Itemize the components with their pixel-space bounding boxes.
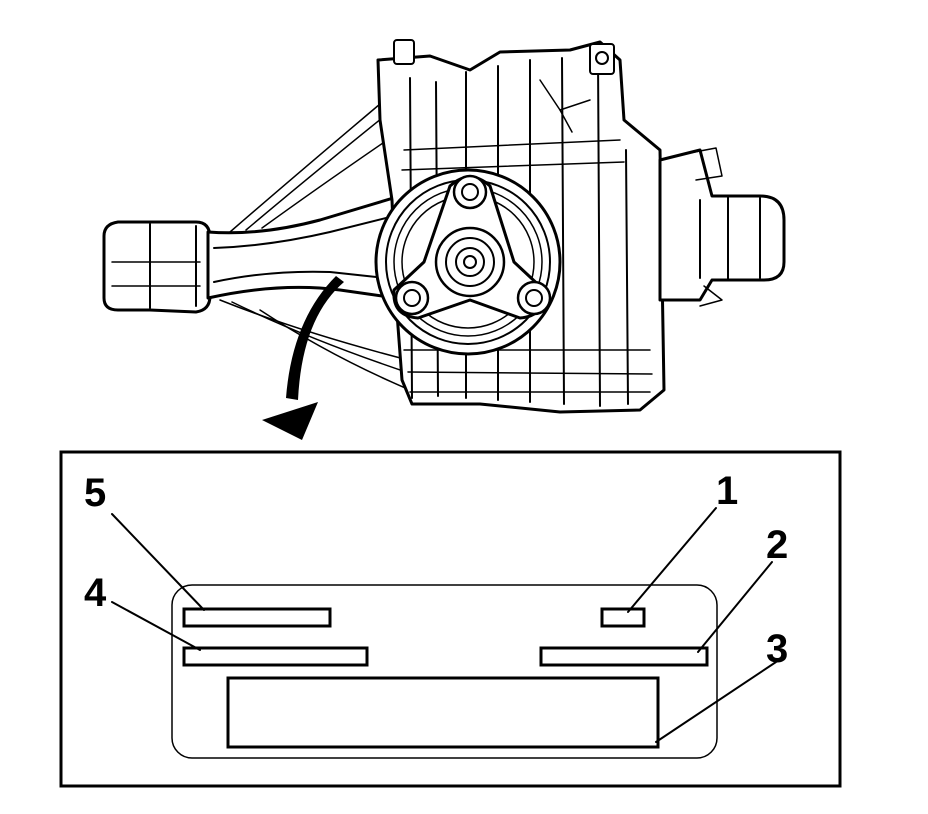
callout-5: 5 — [84, 471, 106, 515]
left-axle-tube — [206, 103, 413, 391]
label-field-2 — [539, 646, 709, 667]
label-field-5 — [182, 607, 332, 628]
left-mount-bushing — [102, 220, 212, 314]
rear-differential-illustration — [102, 39, 786, 440]
label-field-1 — [600, 607, 646, 628]
callout-2: 2 — [766, 523, 788, 567]
leader-line-5 — [111, 513, 205, 611]
callout-3: 3 — [766, 627, 788, 671]
callout-1: 1 — [716, 469, 738, 513]
curved-pointer-arrow — [262, 276, 344, 440]
label-detail-view: 5 4 1 2 3 — [59, 450, 842, 788]
leader-line-2 — [697, 561, 773, 653]
leader-line-4 — [111, 601, 201, 651]
pinion-flange — [374, 168, 562, 356]
right-axle-output — [658, 147, 786, 307]
leader-line-1 — [627, 507, 717, 613]
label-field-4 — [182, 646, 369, 667]
label-field-3 — [226, 676, 660, 749]
leader-line-3 — [655, 661, 777, 743]
callout-4: 4 — [84, 571, 107, 615]
